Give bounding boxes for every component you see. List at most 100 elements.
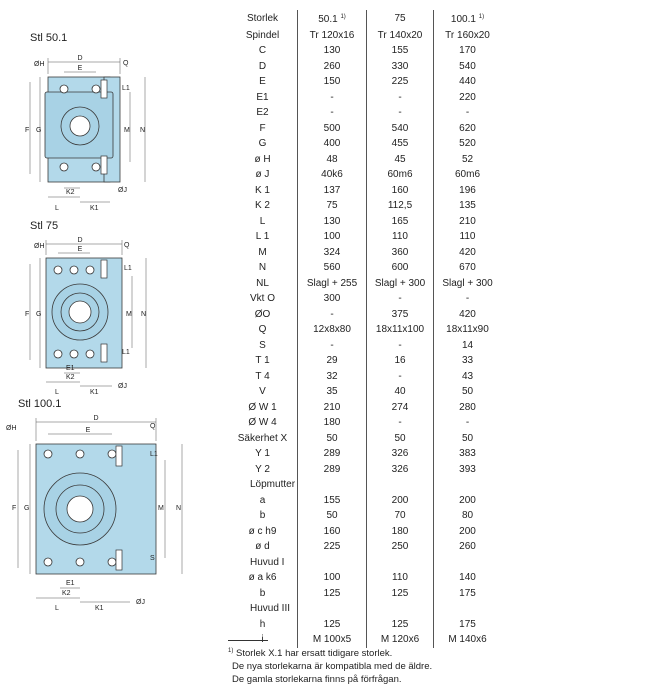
row-label: F [259,122,266,134]
table-cell: 155 [297,492,367,508]
row-label: ø a k6 [248,572,277,583]
table-cell [366,477,434,493]
dim-k1: K1 [90,205,99,212]
table-cell: 35 [297,384,367,400]
dim-n: N [176,505,181,512]
table-cell: 200 [433,492,501,508]
table-cell: - [366,89,434,105]
table-cell: - [366,105,434,121]
table-cell: - [366,337,434,353]
table-cell: 225 [297,539,367,555]
row-label: V [259,386,266,397]
row-label: NL [256,277,269,289]
table-cell: - [366,415,434,431]
table-cell: 50 [433,384,501,400]
drawing-stl-75: D E ØH Q L1 F G M N E1 K2 L K1 ØJ L1 [25,237,147,396]
dim-l1: L1 [122,85,130,92]
table-cell: 125 [297,585,367,601]
row-label: ø c h9 [248,525,277,537]
row-label: b [259,587,266,599]
dim-f: F [25,127,29,134]
dim-m: M [158,505,164,512]
table-cell: 125 [297,616,367,632]
dim-m: M [124,127,130,134]
table-cell: 420 [433,306,501,322]
table-cell [297,601,367,617]
table-cell: Slagl + 255 [297,275,367,291]
dim-l: L [55,205,59,212]
dim-l1: L1 [124,265,132,272]
table-cell: 100 [297,570,367,586]
table-cell: - [297,306,367,322]
table-cell [433,554,501,570]
table-cell: M 140x6 [433,632,501,648]
table-cell: 52 [433,151,501,167]
table-cell: 620 [433,120,501,136]
table-cell [297,477,367,493]
table-cell: 60m6 [366,167,434,183]
row-label: ø d [255,541,270,552]
table-row: Löpmutter [228,477,501,493]
table-cell: 14 [433,337,501,353]
row-label: Y 2 [255,463,270,475]
table-cell: 33 [433,353,501,369]
dim-l: L [55,605,59,612]
table-cell: 300 [297,291,367,307]
table-cell: 180 [366,523,434,539]
table-cell: 170 [433,43,501,59]
table-cell: 196 [433,182,501,198]
table-cell: 12x8x80 [297,322,367,338]
footnote-line: De nya storlekarna är kompatibla med de … [232,661,433,672]
row-label: ØO [254,308,271,320]
row-label: E2 [256,107,269,118]
row-label: E1 [256,91,269,103]
row-label: a [259,494,266,506]
row-label: L [259,215,266,227]
dim-oh: ØH [34,61,45,68]
table-cell [297,554,367,570]
row-label: E [259,76,266,87]
table-cell: 540 [433,58,501,74]
table-header-row: Storlek 50.1 1) 75 100.1 1) [228,10,501,28]
footnotes: 1) Storlek X.1 har ersatt tidigare storl… [228,645,432,686]
table-cell: - [366,368,434,384]
table-cell: 220 [433,89,501,105]
row-label: T 4 [255,370,270,382]
table-cell: 670 [433,260,501,276]
footnote-divider [228,640,268,641]
row-label: Ø W 1 [248,401,277,413]
table-cell: 135 [433,198,501,214]
row-label: T 1 [255,355,270,366]
table-cell: 326 [366,446,434,462]
dim-e: E [86,427,91,434]
table-cell: 32 [297,368,367,384]
table-cell: 326 [366,461,434,477]
drawing-stl-50-1: D E ØH Q L1 F G M N K2 L K1 ØJ [25,55,146,212]
row-label: ø J [255,169,270,180]
dim-k1: K1 [95,605,104,612]
table-cell: Slagl + 300 [366,275,434,291]
table-row: E1--220 [228,89,501,105]
row-label: G [258,138,267,149]
dim-oj: ØJ [118,187,127,194]
row-label: ø H [254,153,271,165]
table-cell: 250 [366,539,434,555]
